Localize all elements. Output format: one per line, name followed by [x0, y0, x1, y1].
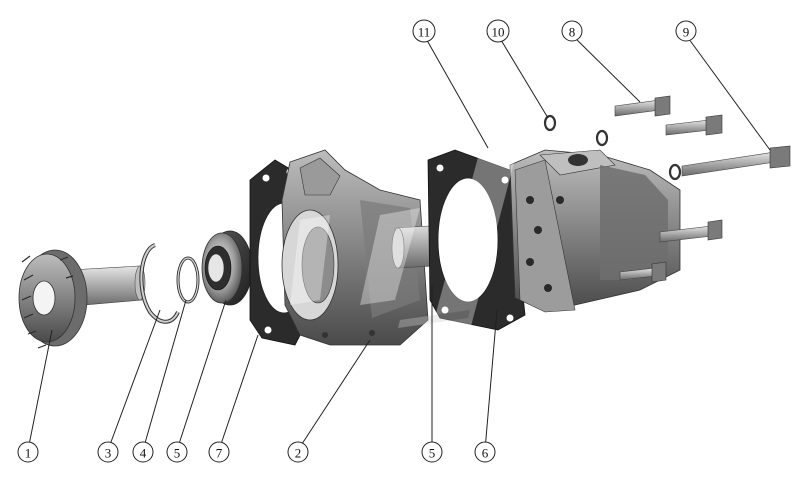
callout-5-right: 5 — [421, 441, 443, 463]
washer-parts — [543, 114, 682, 181]
callout-5-left-label: 5 — [174, 446, 181, 461]
gear-part — [18, 249, 146, 349]
pump-body-part — [509, 149, 681, 313]
callout-11-label: 11 — [418, 25, 431, 40]
callout-4-label: 4 — [140, 446, 147, 461]
callout-10-label: 10 — [492, 25, 505, 40]
callout-8: 8 — [561, 20, 583, 42]
watermark-logo — [290, 140, 520, 335]
callout-7: 7 — [208, 441, 230, 463]
callout-2-label: 2 — [295, 446, 302, 461]
bearing-part — [201, 230, 253, 306]
callout-11: 11 — [412, 19, 436, 43]
leader-lines — [27, 34, 771, 451]
retaining-ring-part — [176, 256, 200, 304]
callout-1: 1 — [17, 441, 39, 463]
callout-4: 4 — [132, 441, 154, 463]
bolt-parts — [614, 95, 791, 283]
callout-3: 3 — [97, 441, 119, 463]
callout-5-left: 5 — [166, 441, 188, 463]
callout-6-label: 6 — [482, 446, 489, 461]
rear-gasket-part — [427, 149, 526, 331]
snap-ring-part — [139, 243, 180, 324]
callout-7-label: 7 — [216, 446, 223, 461]
gear-teeth — [18, 249, 88, 349]
callout-6: 6 — [474, 441, 496, 463]
callout-8-label: 8 — [569, 25, 576, 40]
callout-5-right-label: 5 — [429, 446, 436, 461]
callout-9: 9 — [675, 20, 697, 42]
callout-9-label: 9 — [683, 25, 690, 40]
callout-10: 10 — [486, 19, 510, 43]
callout-3-label: 3 — [105, 446, 112, 461]
callout-2: 2 — [287, 441, 309, 463]
callout-1-label: 1 — [25, 446, 32, 461]
